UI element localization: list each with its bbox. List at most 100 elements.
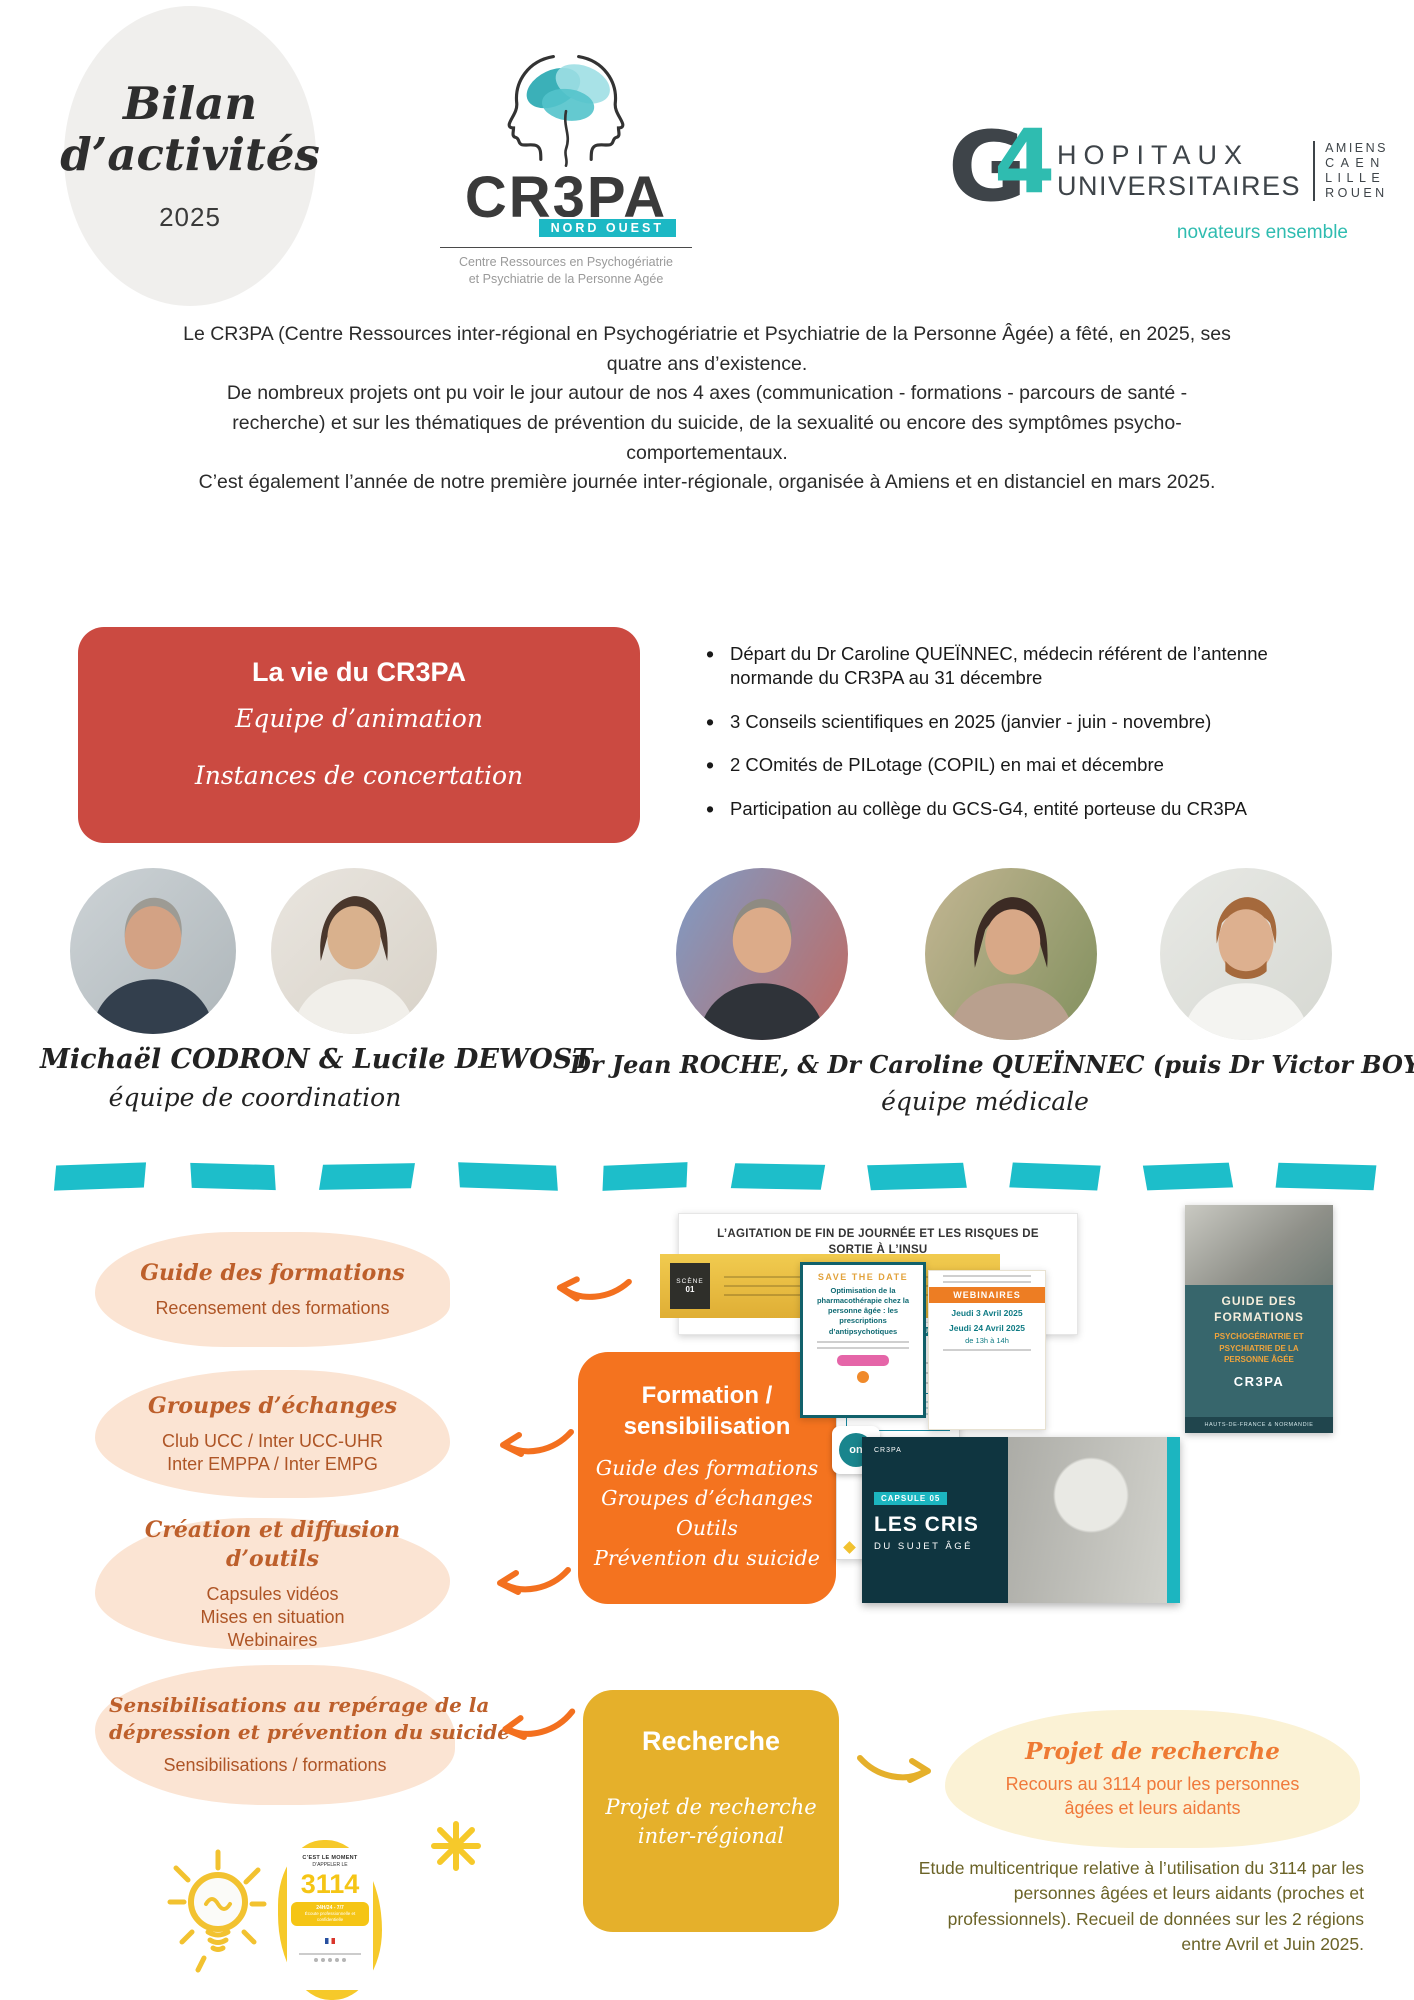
formation-item: Prévention du suicide <box>594 1545 820 1570</box>
cr3pa-caption-line1: Centre Ressources en Psychogériatrie <box>459 255 673 269</box>
section-divider <box>53 1162 1377 1194</box>
formation-title-line1: Formation / <box>641 1382 773 1409</box>
cr3pa-caption-line2: et Psychiatrie de la Personne Agée <box>468 271 664 286</box>
divider-dash <box>190 1162 276 1191</box>
list-item: 2 COmités de PILotage (COPIL) en mai et … <box>700 750 1275 781</box>
divider-dash <box>1142 1162 1234 1191</box>
webinaire-date-1: Jeudi 3 Avril 2025 <box>951 1308 1023 1318</box>
doc-webinaires: WEBINAIRES Jeudi 3 Avril 2025 Jeudi 24 A… <box>928 1270 1046 1430</box>
g4-city-caen: CAEN <box>1325 156 1386 170</box>
webinaire-time: de 13h à 14h <box>965 1336 1009 1345</box>
arrow-left-icon <box>556 1276 632 1302</box>
formation-item: Guide des formations <box>595 1456 819 1481</box>
sparkle-icon <box>431 1821 481 1871</box>
webinaire-date-2: Jeudi 24 Avril 2025 <box>949 1323 1025 1333</box>
bubble-title: Création et diffusion d’outils <box>144 1516 401 1573</box>
poster-header-line2: D’APPELER LE <box>312 1862 348 1868</box>
les-cris-panel: CR3PA CAPSULE 05 LES CRIS DU SUJET ÂGÉ <box>862 1437 1009 1603</box>
bubble-text-line: Mises en situation <box>200 1607 345 1628</box>
text-line-placeholder <box>943 1275 1031 1277</box>
france-flag-icon <box>325 1937 335 1944</box>
divider-dash <box>1275 1162 1377 1191</box>
team-names: Dr Jean ROCHE, & Dr Caroline QUEÏNNEC (p… <box>570 1050 1414 1079</box>
g4-city-rouen: ROUEN <box>1325 186 1388 200</box>
vie-title: La vie du CR3PA <box>251 657 467 687</box>
vie-subtitle-animation: Equipe d’animation <box>235 704 483 733</box>
photo-jean-roche <box>676 868 848 1040</box>
yellow-diamond-icon <box>843 1541 856 1554</box>
bubble-text: Club UCC / Inter UCC-UHR Inter EMPPA / I… <box>109 1430 436 1476</box>
intro-line: comportementaux. <box>626 441 788 464</box>
intro-line: Le CR3PA (Centre Ressources inter-région… <box>183 323 1231 345</box>
bubble-text-line: Webinaires <box>227 1630 318 1651</box>
intro-line: recherche) et sur les thématiques de pré… <box>232 411 1182 434</box>
g4-cities: AMIENS CAEN LILLE ROUEN <box>1313 141 1388 201</box>
orange-logo-dot <box>857 1370 869 1383</box>
bubble-text-line: Club UCC / Inter UCC-UHR <box>161 1430 384 1451</box>
team-role: équipe de coordination <box>108 1083 402 1112</box>
g4-letter-4: 4 <box>994 110 1056 213</box>
bubble-sensibilisations: Sensibilisations au repérage de la dépre… <box>95 1665 511 1805</box>
divider-dash <box>458 1162 558 1191</box>
poster-chip-line1: 24H/24 - 7/7 <box>316 1905 344 1912</box>
lightbulb-icon <box>167 1849 267 1973</box>
doc-guide-formations-cover: GUIDE DES FORMATIONS PSYCHOGÉRIATRIE ET … <box>1185 1205 1333 1433</box>
arrow-left-icon <box>500 1429 574 1457</box>
intro-paragraph: Le CR3PA (Centre Ressources inter-région… <box>57 320 1357 498</box>
g4-letter-g: G <box>948 111 1027 223</box>
vie-du-cr3pa-box: La vie du CR3PA Equipe d’animation Insta… <box>78 627 640 843</box>
recherche-subtitle: Projet de recherche inter-régional <box>583 1793 839 1852</box>
photo-lucile-dewost <box>271 868 437 1034</box>
g4-hopitaux: HOPITAUX <box>1057 139 1250 170</box>
poster-header-line1: C’EST LE MOMENT <box>302 1855 358 1861</box>
bubble-text: Sensibilisations / formations <box>163 1755 387 1776</box>
pink-sticker <box>837 1354 889 1366</box>
g4-city-lille: LILLE <box>1325 171 1386 185</box>
text-line-placeholder <box>943 1349 1031 1351</box>
etude-line: Etude multicentrique relative à l’utilis… <box>918 1858 1364 1878</box>
bubble-title: Guide des formations <box>140 1260 405 1287</box>
divider-dash <box>53 1162 147 1191</box>
arrow-left-icon <box>497 1567 571 1595</box>
etude-line: personnes âgées et leurs aidants (proche… <box>1013 1883 1364 1904</box>
report-title-circle: Bilan d’activités 2025 <box>60 6 320 306</box>
les-cris-title: LES CRIS <box>874 1513 979 1536</box>
divider-dash <box>730 1163 826 1190</box>
poster-number: 3114 <box>300 1869 360 1899</box>
guide-subtitle: PSYCHOGÉRIATRIE ET PSYCHIATRIE DE LA PER… <box>1214 1332 1304 1364</box>
formation-title-line2: sensibilisation <box>623 1413 791 1441</box>
scene-label: SCÈNE <box>676 1278 704 1285</box>
photo-caroline-queinnec <box>925 868 1097 1040</box>
bubble-creation-outils: Création et diffusion d’outils Capsules … <box>95 1516 450 1651</box>
arrow-right-icon <box>857 1755 931 1783</box>
projet-recherche-line1: Recours au 3114 pour les personnes <box>1005 1774 1300 1795</box>
guide-footer: HAUTS-DE-FRANCE & NORMANDIE <box>1185 1417 1333 1433</box>
bubble-text-line: Capsules vidéos <box>206 1584 339 1605</box>
list-item: Départ du Dr Caroline QUEÏNNEC, médecin … <box>700 639 1275 691</box>
text-line-placeholder <box>817 1340 909 1343</box>
les-cris-chip: CAPSULE 05 <box>874 1492 948 1505</box>
bubble-title-line2: dépression et prévention du suicide <box>109 1720 511 1745</box>
poster-3114-card: C’EST LE MOMENT D’APPELER LE 3114 24H/24… <box>287 1848 373 1990</box>
formation-item: Groupes d’échanges <box>601 1486 813 1511</box>
projet-recherche-text: Recours au 3114 pour les personnes âgées… <box>945 1773 1360 1820</box>
intro-line: De nombreux projets ont pu voir le jour … <box>226 382 1188 405</box>
list-item: 3 Conseils scientifiques en 2025 (janvie… <box>700 707 1275 738</box>
scene-number: 01 <box>685 1285 695 1294</box>
bubble-projet-recherche: Projet de recherche Recours au 3114 pour… <box>945 1710 1360 1848</box>
list-item: Participation au collège du GCS-G4, enti… <box>700 794 1275 825</box>
intro-line: quatre ans d’existence. <box>606 352 808 375</box>
g4-logo: G 4 HOPITAUX UNIVERSITAIRES AMIENS CAEN … <box>948 110 1388 243</box>
text-line-placeholder <box>943 1281 1031 1283</box>
text-line-placeholder <box>299 1953 361 1956</box>
team-caption-coordination: Michaël CODRON & Lucile DEWOST équipe de… <box>40 1044 592 1112</box>
bubble-title: Groupes d’échanges <box>148 1393 397 1420</box>
formation-items: Guide des formations Groupes d’échanges … <box>578 1454 836 1573</box>
doc-les-cris-cover: CR3PA CAPSULE 05 LES CRIS DU SUJET ÂGÉ <box>862 1437 1180 1603</box>
doc-save-the-date: SAVE THE DATE Optimisation de la pharmac… <box>800 1262 926 1418</box>
projet-recherche-line2: âgées et leurs aidants <box>1064 1797 1241 1818</box>
bubble-text: Recensement des formations <box>155 1297 390 1318</box>
g4-mark-icon: G 4 <box>948 110 1055 220</box>
les-cris-subtitle: DU SUJET ÂGÉ <box>874 1541 973 1552</box>
